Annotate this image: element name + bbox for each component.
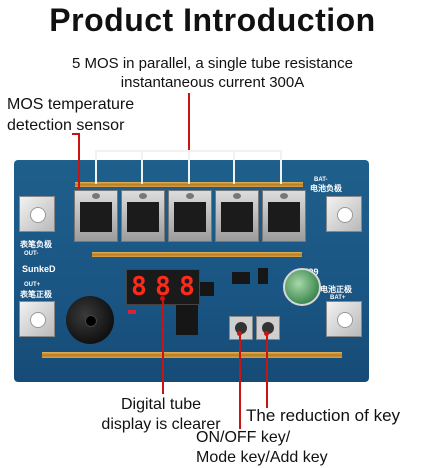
pad-hole (30, 312, 46, 328)
mos-frame-tick-2 (141, 150, 143, 184)
mosfet-body (127, 202, 159, 232)
copper-strip-middle (92, 252, 302, 257)
status-led (128, 310, 136, 314)
mosfet-2 (121, 190, 165, 242)
mosfet-row (70, 190, 320, 244)
digital-callout-dot (160, 296, 165, 301)
terminal-pad-bat-plus (326, 301, 362, 337)
display-digit-3: 8 (179, 272, 195, 302)
mosfet-3 (168, 190, 212, 242)
mosfet-body (268, 202, 300, 232)
page-title: Product Introduction (49, 2, 376, 38)
pen-minus-label: OUT- (24, 251, 39, 257)
bat-plus-label: BAT+ (330, 295, 346, 301)
reduction-callout-dot (264, 331, 269, 336)
bat-minus-cn-label: 电池负极 (310, 184, 342, 193)
mosfet-body (221, 202, 253, 232)
mosfet-1 (74, 190, 118, 242)
bat-plus-cn-label: 电池正极 (320, 285, 352, 294)
mos-callout: 5 MOS in parallel, a single tube resista… (0, 54, 425, 92)
mos-callout-line1: 5 MOS in parallel, a single tube resista… (72, 55, 353, 72)
copper-strip-top (75, 182, 303, 187)
on-off-mode-button[interactable] (229, 316, 253, 340)
mosfet-tab-hole (233, 193, 241, 199)
mosfet-tab-hole (280, 193, 288, 199)
pad-hole (30, 207, 46, 223)
mosfet-body (80, 202, 112, 232)
transistor (258, 268, 268, 284)
terminal-pad-pen-minus (19, 196, 55, 232)
sensor-callout-leader-h (72, 133, 78, 135)
digital-callout-leader (162, 298, 164, 394)
mos-frame-tick-5 (280, 150, 282, 184)
small-chip (200, 282, 214, 296)
sensor-callout: MOS temperature detection sensor (7, 94, 134, 136)
mos-callout-leader (188, 93, 190, 150)
pen-minus-cn-label: 表笔负极 (20, 240, 52, 249)
mosfet-tab-hole (186, 193, 194, 199)
mosfet-tab-hole (92, 193, 100, 199)
bat-minus-label: BAT- (314, 177, 328, 183)
mos-callout-line2: instantaneous current 300A (120, 74, 305, 91)
pen-plus-label: OUT+ (24, 282, 41, 288)
sensor-callout-line2: detection sensor (7, 117, 125, 134)
sensor-callout-line1: MOS temperature (7, 96, 135, 113)
sensor-callout-leader-v (78, 133, 80, 189)
digital-tube-display: 8 8 8 (126, 269, 200, 305)
buzzer-hole (85, 315, 97, 327)
keys-callout-leader (239, 333, 241, 429)
display-digit-1: 8 (131, 272, 147, 302)
mos-frame-tick-3 (188, 150, 190, 184)
pad-hole (337, 207, 353, 223)
microcontroller-chip (176, 305, 198, 335)
mosfet-tab-hole (139, 193, 147, 199)
electrolytic-capacitor (283, 268, 321, 306)
terminal-pad-pen-plus (19, 301, 55, 337)
reduction-callout: The reduction of key (246, 406, 401, 425)
mos-frame-tick-4 (233, 150, 235, 184)
mosfet-4 (215, 190, 259, 242)
keys-callout-dot (237, 331, 242, 336)
buzzer (66, 296, 114, 344)
pad-hole (337, 312, 353, 328)
pen-plus-cn-label: 表笔正极 (20, 290, 52, 299)
reduction-callout-leader (266, 333, 268, 408)
digital-callout-line1: Digital tube (120, 396, 202, 413)
keys-callout-line2: Mode key/Add key (196, 449, 328, 466)
digital-callout-line2: display is clearer (101, 416, 221, 433)
display-digit-2: 8 (155, 272, 171, 302)
digital-callout: Digital tube display is clearer (101, 395, 221, 435)
brand-label: SunkeD (22, 264, 56, 274)
mosfet-body (174, 202, 206, 232)
mosfet-5 (262, 190, 306, 242)
keys-callout: ON/OFF key/ Mode key/Add key (196, 428, 328, 468)
keys-callout-line1: ON/OFF key/ (196, 429, 291, 446)
reduction-button[interactable] (256, 316, 280, 340)
mos-frame-tick-1 (95, 150, 97, 184)
regulator-chip (232, 272, 250, 284)
terminal-pad-bat-minus (326, 196, 362, 232)
copper-strip-bottom (42, 352, 342, 358)
